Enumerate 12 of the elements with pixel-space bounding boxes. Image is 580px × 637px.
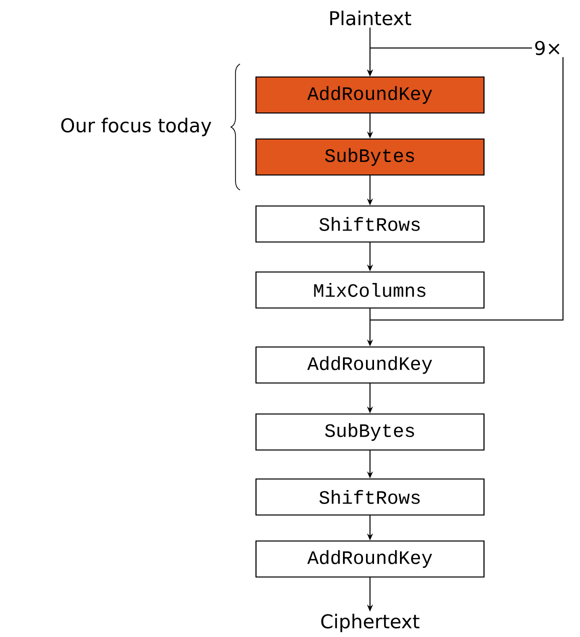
process-box: AddRoundKey bbox=[255, 540, 485, 578]
process-box: SubBytes bbox=[255, 138, 485, 176]
edge-label: 9× bbox=[532, 38, 564, 58]
process-box: AddRoundKey bbox=[255, 76, 485, 114]
process-box: SubBytes bbox=[255, 413, 485, 451]
process-box: MixColumns bbox=[255, 271, 485, 309]
process-box: AddRoundKey bbox=[255, 346, 485, 384]
terminal-label: Ciphertext bbox=[321, 614, 420, 632]
terminal-label: Plaintext bbox=[330, 10, 412, 26]
process-box: ShiftRows bbox=[255, 478, 485, 516]
annotation-label: Our focus today bbox=[61, 118, 212, 136]
process-box: ShiftRows bbox=[255, 205, 485, 243]
